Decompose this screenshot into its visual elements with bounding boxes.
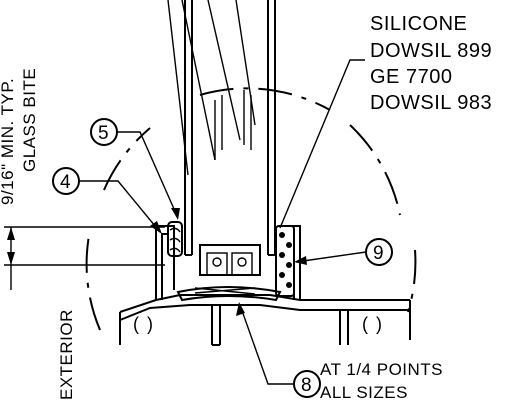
frame-profile: ( ) ( ): [119, 225, 411, 346]
glass-unit: [184, 0, 276, 276]
callout-8-label: 8: [301, 375, 312, 396]
callout-5: 5: [90, 118, 180, 220]
glass-bite-note: 9/16" MIN. TYP. GLASS BITE: [0, 68, 39, 205]
svg-text:(: (: [362, 314, 368, 334]
silicone-note-line-3: GE 7700: [370, 66, 452, 88]
callout-8: 8: [236, 302, 321, 398]
glass-bite-note-line-2: GLASS BITE: [20, 68, 39, 172]
callout-4: 4: [52, 167, 162, 234]
silicone-note-line-4: DOWSIL 983: [370, 92, 492, 114]
exterior-gasket: [167, 221, 183, 257]
exterior-label: EXTERIOR: [57, 309, 76, 400]
glass-bite-dimension: [4, 226, 165, 290]
callout-9-label: 9: [373, 243, 384, 264]
callout-5-label: 5: [98, 123, 109, 144]
detail-circle: [85, 87, 417, 331]
callout-9: 9: [294, 238, 393, 266]
silicone-note-line-2: DOWSIL 899: [370, 40, 492, 62]
silicone-note: SILICONE DOWSIL 899 GE 7700 DOWSIL 983: [370, 13, 492, 114]
svg-text:(: (: [133, 314, 139, 334]
interior-silicone-bead: [275, 225, 295, 297]
quarter-points-note: AT 1/4 POINTS ALL SIZES: [320, 360, 443, 402]
svg-text:): ): [147, 314, 153, 334]
quarter-points-line-1: AT 1/4 POINTS: [320, 360, 443, 379]
glass-bite-note-line-1: 9/16" MIN. TYP.: [0, 78, 17, 205]
silicone-leaders: [167, 0, 365, 229]
quarter-points-line-2: ALL SIZES: [320, 383, 408, 402]
svg-text:): ): [376, 314, 382, 334]
silicone-note-line-1: SILICONE: [370, 13, 467, 35]
callout-4-label: 4: [60, 172, 71, 193]
